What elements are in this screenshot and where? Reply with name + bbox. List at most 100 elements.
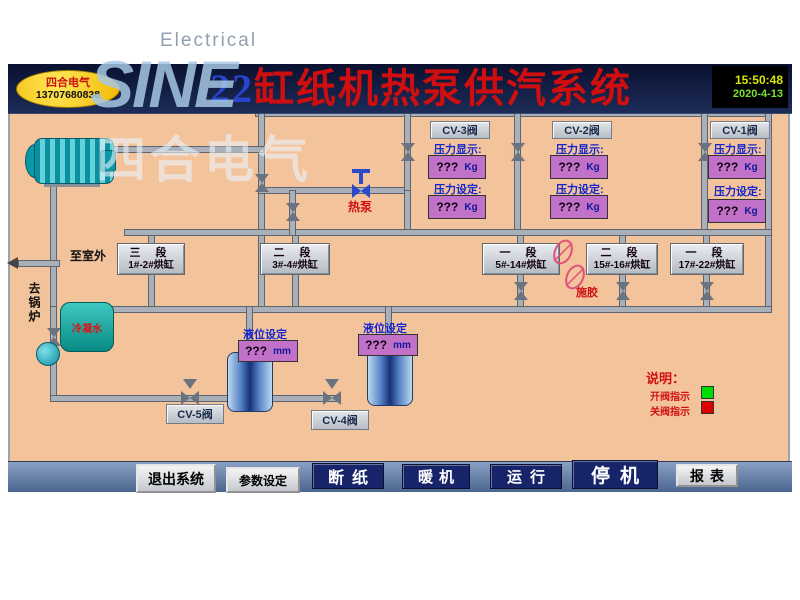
cv1-pressure-display-value: ??? Kg [708,155,766,179]
pump-icon [36,342,60,366]
section-range: 3#-4#烘缸 [272,259,318,271]
cv2-pressure-display-value: ??? Kg [550,155,608,179]
unit-text: Kg [464,161,478,173]
cv3-pressure-display-value: ??? Kg [428,155,486,179]
cv2-valve-button[interactable]: CV-2阀 [552,121,612,139]
stop-button[interactable]: 停机 [572,460,658,489]
heat-pump-valve-handle [352,169,370,173]
valve-icon [401,143,415,161]
cv1-pressure-display-label: 压力显示: [714,144,762,156]
pipe-segment [514,110,521,236]
value-text: ??? [436,200,459,214]
dryer-section-5: 一 段 17#-22#烘缸 [670,243,744,275]
cv3-pressure-display-label: 压力显示: [434,144,482,156]
condensate-tank: 冷凝水 [60,302,114,352]
valve-icon [700,282,714,300]
valve-actuator-icon [183,379,197,389]
unit-text: Kg [464,201,478,213]
run-button[interactable]: 运行 [490,464,562,489]
cv5-valve-button[interactable]: CV-5阀 [166,404,224,424]
cv1-pressure-set-label: 压力设定: [714,186,762,198]
cv1-valve-button[interactable]: CV-1阀 [710,121,770,139]
unit-text: mm [393,339,411,351]
cv2-pressure-set-label: 压力设定: [556,184,604,196]
to-boiler-label: 去锅炉 [27,282,41,324]
unit-text: Kg [744,161,758,173]
section-range: 15#-16#烘缸 [593,259,651,271]
value-text: ??? [716,204,739,218]
section-name: 二 段 [600,246,644,259]
value-text: ??? [365,338,388,352]
valve-icon [514,282,528,300]
valve-icon [255,174,269,192]
legend-open-indicator [701,386,714,399]
cv3-pressure-set-label: 压力设定: [434,184,482,196]
section-name: 一 段 [499,246,543,259]
value-text: ??? [716,160,739,174]
tank1-level-set-value[interactable]: ??? mm [238,340,298,362]
unit-text: Kg [586,201,600,213]
legend-open-label: 开阀指示 [650,392,690,403]
cv3-pressure-set-value[interactable]: ??? Kg [428,195,486,219]
clock-display: 15:50:48 2020-4-13 [712,66,788,108]
pipe-segment [258,187,411,194]
value-text: ??? [558,200,581,214]
report-button[interactable]: 报表 [676,464,738,487]
pipe-segment [124,229,772,236]
cv2-pressure-set-value[interactable]: ??? Kg [550,195,608,219]
dryer-section-3: 一 段 5#-14#烘缸 [482,243,560,275]
unit-text: Kg [744,205,758,217]
drain-valve-icon [323,391,341,405]
parameter-set-button[interactable]: 参数设定 [226,467,300,493]
tank2-level-set-label: 液位设定 [363,323,407,335]
section-range: 1#-2#烘缸 [128,259,174,271]
exit-system-button[interactable]: 退出系统 [136,464,216,493]
pipe-segment [50,184,57,308]
bottom-toolbar [8,461,792,492]
section-name: 一 段 [685,246,729,259]
legend-close-indicator [701,401,714,414]
section-name: 二 段 [273,246,317,259]
cv1-pressure-set-value[interactable]: ??? Kg [708,199,766,223]
dryer-section-4: 二 段 15#-16#烘缸 [586,243,658,275]
pipe-segment [765,110,772,313]
valve-icon [616,282,630,300]
legend-close-label: 关阀指示 [650,407,690,418]
heat-pump-label: 热泵 [348,200,373,214]
legend-title: 说明： [646,371,686,386]
valve-icon [511,143,525,161]
heat-pump-base [44,182,100,187]
cv4-valve-button[interactable]: CV-4阀 [311,410,369,430]
title-text: 缸纸机热泵供汽系统 [254,66,632,111]
cv3-valve-button[interactable]: CV-3阀 [430,121,490,139]
flow-arrow-left-icon [7,257,18,269]
pipe-segment [148,273,155,308]
pipe-segment [18,260,60,267]
to-outdoor-label: 至室外 [70,249,107,263]
condensate-tank-label: 冷凝水 [72,323,102,335]
electrical-watermark: Electrical [160,30,258,51]
sizing-press-icon [553,239,585,290]
sizing-label: 施胶 [576,287,598,299]
tank2-level-set-value[interactable]: ??? mm [358,334,418,356]
value-text: ??? [558,160,581,174]
heat-pump-outlet [100,150,116,172]
pipe-segment [292,273,299,308]
cv2-pressure-display-label: 压力显示: [556,144,604,156]
valve-icon [286,203,300,221]
warm-up-button[interactable]: 暖机 [402,464,470,489]
section-name: 三 段 [129,246,173,259]
badge-company: 四合电气 [46,77,90,89]
pipe-segment [92,306,772,313]
heat-pump-valve-icon[interactable] [352,184,370,198]
paper-break-button[interactable]: 断纸 [312,463,384,489]
time-value: 15:50:48 [734,73,783,87]
pipe-segment [112,146,264,153]
company-badge: 四合电气 13707680838 [16,70,120,108]
page-title: 22缸纸机热泵供汽系统 [138,66,704,112]
value-text: ??? [245,344,268,358]
pipe-segment [701,110,708,236]
dryer-section-2: 二 段 3#-4#烘缸 [260,243,330,275]
title-bar [8,64,792,114]
